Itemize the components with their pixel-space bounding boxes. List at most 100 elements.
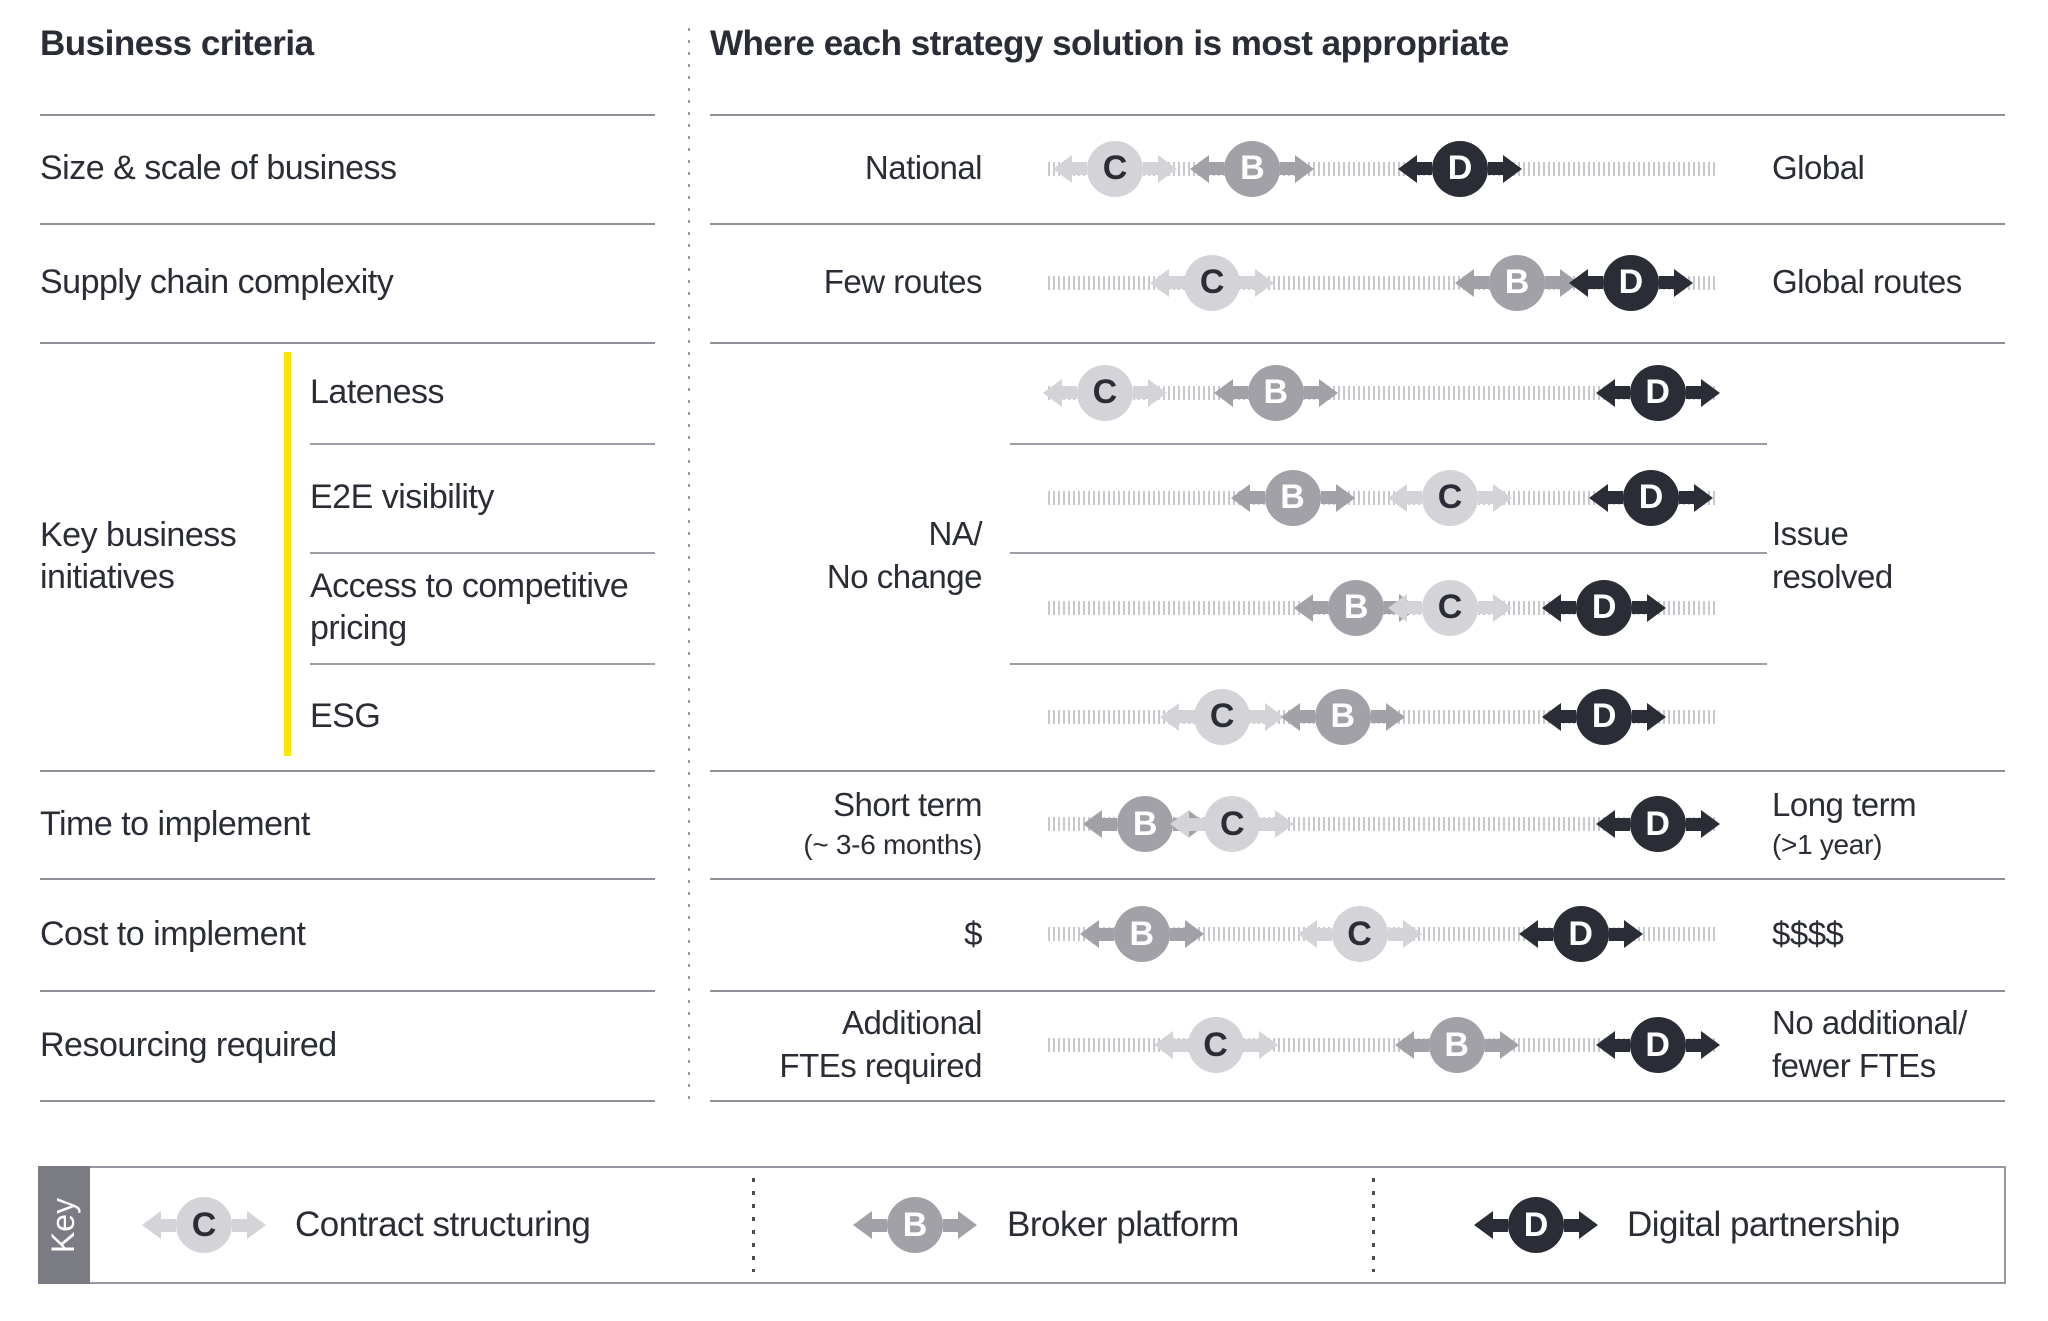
arrow-right-icon [1647,702,1667,731]
marker-stem [1685,386,1701,399]
arrow-left-icon [1394,1031,1414,1059]
marker-bubble: D [1602,254,1659,311]
marker-stem [1614,386,1630,399]
marker-D: D [1589,469,1713,526]
marker-stem [1143,162,1158,175]
arrow-left-icon [1083,810,1103,838]
right-column-title: Where each strategy solution is most app… [710,24,1509,63]
marker-stem [1561,601,1577,614]
criterion-label-key-initiatives: Key business initiatives [40,515,237,597]
marker-bubble: B [1328,579,1385,636]
arrow-left-icon [1518,920,1538,948]
legend-key-tab: Key [38,1166,90,1284]
row-divider [710,770,2005,772]
marker-stem [1685,1038,1701,1052]
marker-bubble: B [1428,1017,1485,1073]
scale-left-label-resourcing-text: Additional FTEs required [779,1004,982,1084]
marker-stem [1320,491,1336,504]
criterion-label-cost: Cost to implement [40,914,306,953]
arrow-left-icon [1294,593,1314,622]
row-divider [710,878,2005,880]
marker-C: C [1297,906,1422,962]
marker-D: D [1398,140,1523,197]
scale-left-label-size-scale: National [700,114,983,223]
arrow-right-icon [1493,593,1512,622]
marker-bubble: B [1117,796,1174,852]
legend-marker-C: C [142,1197,266,1253]
legend-key-label: Key [45,1197,82,1253]
arrow-left-icon [1542,702,1562,731]
legend-label-broker-platform: Broker platform [1007,1205,1239,1244]
scale-right-label-time-subtext: (>1 year) [1772,829,1883,861]
arrow-left-icon [853,1211,872,1239]
arrow-left-icon [1568,268,1588,297]
arrow-left-icon [1595,810,1615,838]
marker-stem [1413,1038,1429,1052]
scale-left-label-resourcing: Additional FTEs required [700,990,982,1100]
marker-stem [1240,276,1256,289]
row-divider [710,114,2005,116]
arrow-right-icon [1579,1211,1598,1239]
marker-bubble: D [1552,906,1609,962]
arrow-right-icon [1402,920,1422,948]
row-divider [40,223,655,225]
marker-bubble: C [1422,579,1478,636]
arrow-left-icon [1398,154,1418,183]
marker-B: B [1280,688,1405,745]
arrow-right-icon [1318,378,1338,407]
marker-bubble: D [1576,688,1633,745]
marker-bubble: C [1331,906,1388,962]
row-divider [710,342,2005,344]
marker-stem [1098,927,1114,941]
arrow-right-icon [1158,154,1177,183]
arrow-left-icon [1280,702,1300,731]
marker-stem [1614,817,1630,831]
marker-stem [1316,927,1332,941]
marker-stem [1545,276,1560,289]
arrow-left-icon [1388,483,1407,512]
marker-bubble: D [1508,1197,1564,1253]
marker-C: C [1388,579,1512,636]
legend-separator-dotted-line [1372,1178,1375,1272]
marker-stem [1474,276,1489,289]
marker-stem [1685,817,1701,831]
arrow-left-icon [1388,593,1407,622]
scale-right-label-key-initiatives-text: Issue resolved [1772,515,1893,595]
scale-left-label-supply-chain: Few routes [700,223,983,342]
marker-stem [1102,817,1118,831]
marker-stem [1488,162,1504,175]
marker-bubble: B [1247,364,1304,421]
marker-stem [1561,710,1577,723]
marker-D: D [1542,579,1667,636]
scale-right-label-size-scale-text: Global [1772,149,1865,187]
scale-right-label-time: Long term(>1 year) [1772,770,2042,878]
arrow-right-icon [1503,154,1523,183]
marker-bubble: C [1194,688,1251,745]
marker-bubble: C [1422,469,1478,526]
arrow-left-icon [1474,1211,1493,1239]
scale-right-label-cost: $$$$ [1772,878,2042,990]
marker-stem [1564,1218,1579,1232]
arrow-left-icon [1297,920,1317,948]
marker-stem [1189,817,1205,831]
criterion-label-resourcing: Resourcing required [40,1025,337,1064]
arrow-right-icon [1385,702,1405,731]
marker-bubble: D [1576,579,1633,636]
marker-C: C [1042,364,1167,421]
arrow-left-icon [1153,1031,1173,1059]
marker-bubble: C [1184,254,1241,311]
arrow-right-icon [1623,920,1643,948]
scale-right-label-size-scale: Global [1772,114,2042,223]
scale-left-label-key-initiatives-text: NA/ No change [826,515,983,595]
legend-marker-D: D [1474,1197,1598,1253]
arrow-right-icon [1499,1031,1519,1059]
sub-row-divider [1010,552,1767,554]
marker-D: D [1595,1017,1720,1073]
initiative-label-lateness: Lateness [310,372,445,411]
marker-stem [1243,1038,1259,1052]
sub-row-divider [1010,663,1767,665]
row-divider [40,342,655,344]
marker-stem [1493,1218,1508,1232]
arrow-right-icon [1275,810,1295,838]
